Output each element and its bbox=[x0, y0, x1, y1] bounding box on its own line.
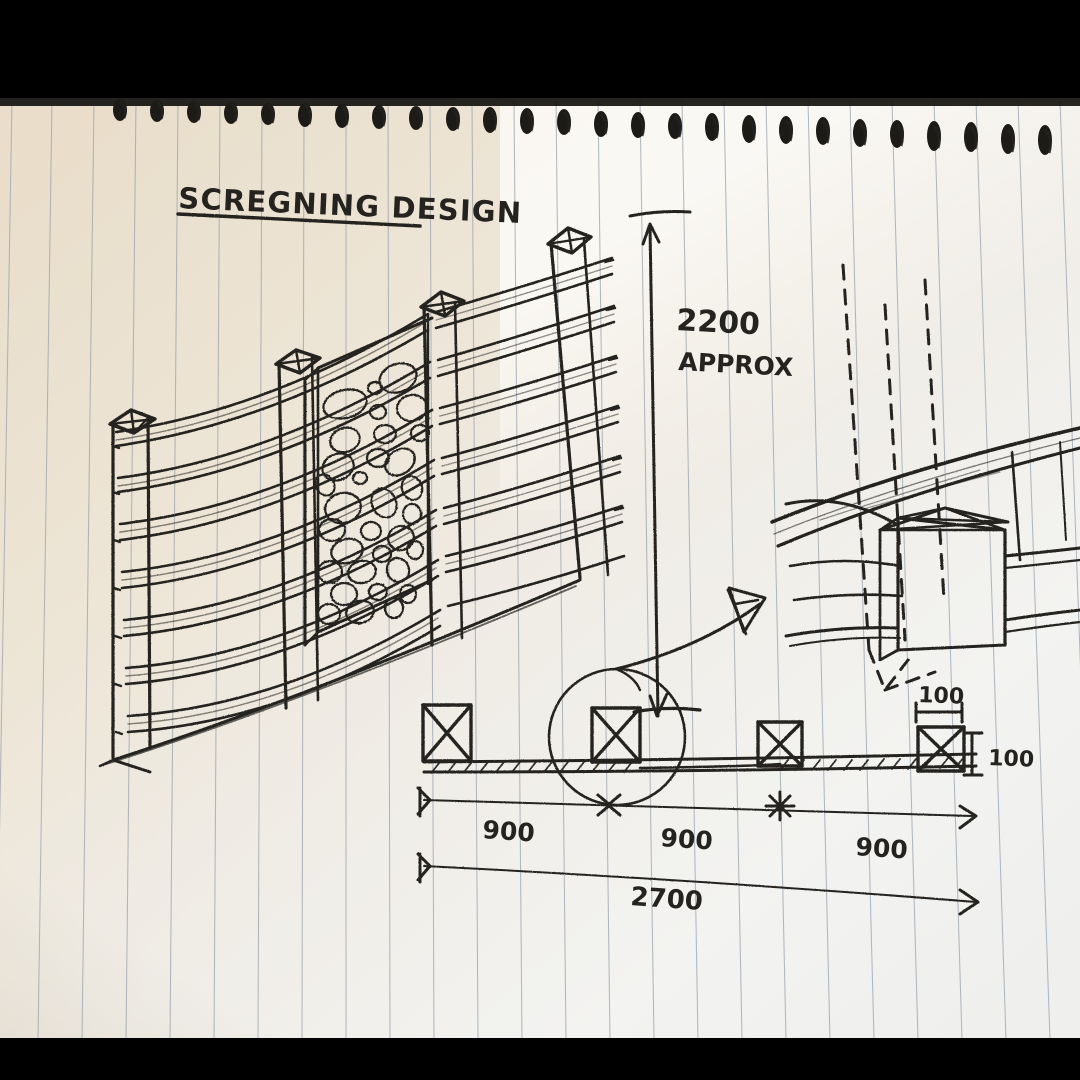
post-section-detail bbox=[914, 701, 984, 777]
spiral-binding bbox=[0, 98, 1080, 155]
detail-callout bbox=[547, 586, 767, 807]
plan-post-4 bbox=[916, 725, 966, 773]
plan-view bbox=[421, 586, 978, 807]
perspective-screen-view bbox=[98, 226, 626, 774]
sketch-drawing: SCREGNING DESIGN 2200 APPROX 900 900 900… bbox=[0, 98, 1080, 1038]
overall-dimension-value: 2700 bbox=[630, 882, 704, 917]
post-width-dimension: 100 bbox=[918, 683, 965, 710]
height-dimension-line bbox=[628, 210, 702, 718]
height-dimension-note: APPROX bbox=[678, 347, 794, 382]
slats-left-bay-shadow bbox=[115, 321, 439, 725]
slats-right-bay-shadow bbox=[435, 265, 623, 565]
bay-1-dimension: 900 bbox=[482, 815, 536, 848]
notebook-photo: SCREGNING DESIGN 2200 APPROX 900 900 900… bbox=[0, 98, 1080, 1038]
connection-detail-view bbox=[770, 263, 1080, 692]
decorative-panel bbox=[303, 312, 434, 647]
bay-3-dimension: 900 bbox=[855, 832, 909, 865]
post-depth-dimension: 100 bbox=[988, 746, 1035, 773]
bay-dimension-chain bbox=[416, 786, 978, 830]
height-dimension-value: 2200 bbox=[676, 303, 761, 342]
slats-right-bay bbox=[434, 256, 626, 608]
plan-post-2 bbox=[590, 706, 642, 764]
overall-dimension bbox=[416, 852, 980, 916]
panel-perforations bbox=[314, 362, 431, 626]
bay-2-dimension: 900 bbox=[660, 823, 714, 856]
letterbox-top-bar bbox=[0, 0, 1080, 98]
letterbox-bottom-bar bbox=[0, 1038, 1080, 1080]
plan-post-1 bbox=[421, 703, 473, 763]
title-underline bbox=[176, 212, 422, 228]
hidden-dashed-lines bbox=[841, 263, 946, 652]
ruled-lines bbox=[0, 99, 1080, 1038]
plan-post-3 bbox=[756, 720, 804, 768]
